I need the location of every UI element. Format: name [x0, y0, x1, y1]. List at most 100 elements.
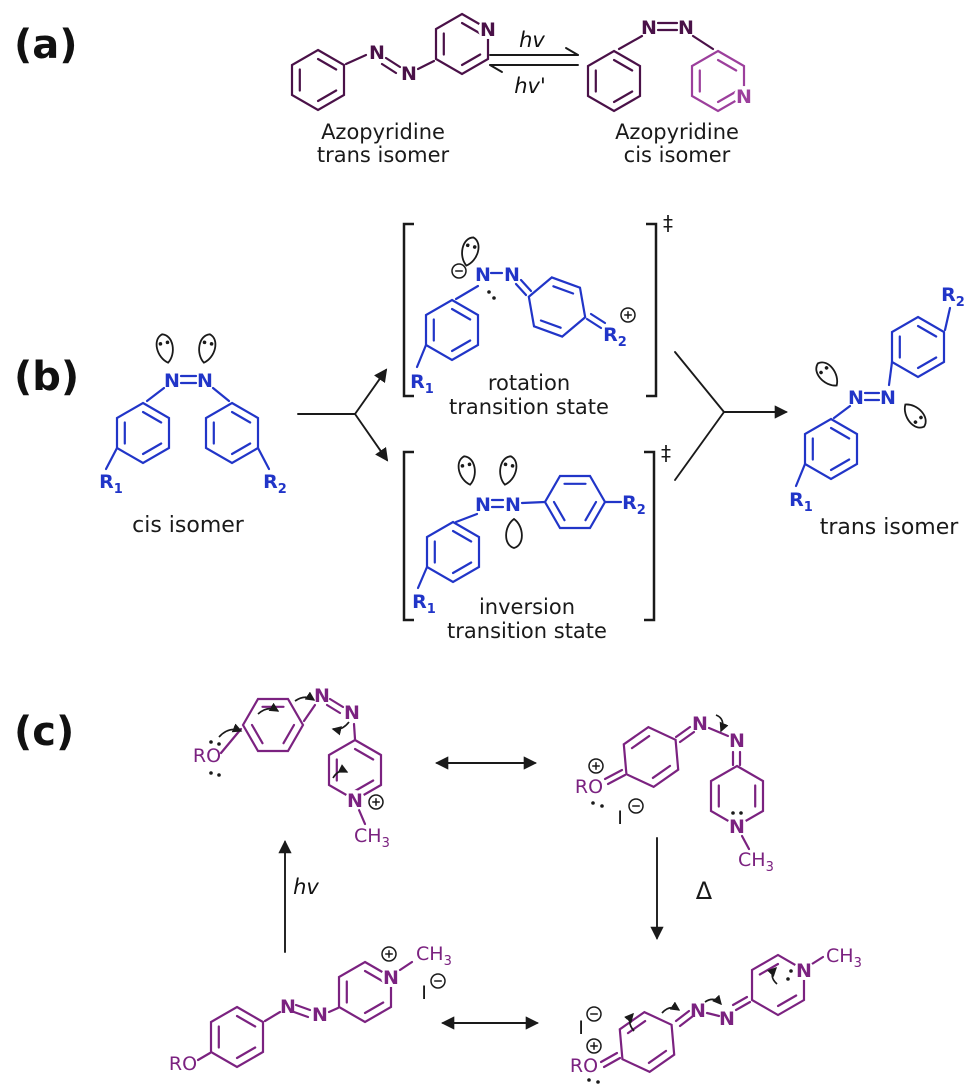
quinoid-resonance-structure-bottom: RO N N N CH3: [570, 945, 862, 1082]
azo-nitrogen-label: N: [197, 370, 213, 392]
azo-nitrogen-label: N: [880, 387, 896, 409]
iodide-label: I: [421, 982, 427, 1004]
azopyridine-trans-structure: N N N: [290, 12, 498, 112]
azo-nitrogen-label: N: [312, 1004, 328, 1026]
pyridinium-nitrogen-label: N: [383, 967, 399, 989]
trans-isomer-caption: trans isomer: [820, 515, 960, 540]
quinoid-ring: [518, 271, 596, 343]
ring-nitrogen-label: N: [796, 960, 812, 982]
pyridine-nitrogen-label: N: [736, 86, 752, 108]
plus-charge-icon: [368, 794, 384, 810]
iodide-label: I: [617, 807, 623, 829]
bonds: [344, 53, 436, 75]
branching-arrows: [297, 368, 389, 462]
cis-caption-line1: Azopyridine: [615, 120, 739, 144]
benzene-ring: [890, 315, 946, 379]
lone-pair-dot: [487, 290, 491, 294]
bonds: [196, 960, 414, 1062]
plus-charge-icon: [588, 758, 604, 774]
bonds: [603, 725, 751, 851]
benzene-ring: [803, 417, 859, 481]
panel-b-label: (b): [14, 354, 79, 400]
quinoid-ring: [606, 1002, 688, 1082]
bonds: [794, 306, 952, 488]
lone-pair-icon: [811, 357, 844, 392]
ro-group-label: RO: [193, 745, 221, 767]
azo-nitrogen-label: N: [504, 264, 520, 286]
minus-charge-icon: [430, 973, 446, 989]
double-dagger: ‡: [661, 441, 671, 465]
r2-label: R2: [941, 284, 965, 310]
methyl-label: CH3: [354, 825, 390, 851]
panel-c-label: (c): [14, 709, 74, 755]
azo-nitrogen-label: N: [475, 264, 491, 286]
azo-nitrogen-label: N: [729, 730, 745, 752]
rotation-transition-state: ‡ N N R1 R2 rotation transition state: [402, 211, 673, 419]
bonds: [219, 697, 367, 826]
lone-pair-dots: [591, 801, 743, 815]
pyridine-nitrogen-label: N: [480, 19, 496, 41]
bonds: [599, 955, 825, 1069]
ro-group-label: RO: [169, 1053, 197, 1075]
azopyridinium-iodide-structure: N CH3 N N RO: [169, 943, 452, 1075]
r1-label: R1: [99, 471, 123, 497]
r1-label: R1: [789, 489, 813, 515]
electron-arrow-icons: [218, 691, 350, 779]
azo-nitrogen-label: N: [475, 494, 491, 516]
bracket-left: [402, 450, 414, 622]
panel-a: (a) N N N hv hv' N N: [14, 12, 754, 167]
plus-charge-icon: [620, 307, 636, 323]
dearomatized-pyridine-ring: [737, 946, 819, 1024]
azopyridinium-aromatic-structure: RO N N N CH3: [193, 685, 390, 851]
r1-label: R1: [412, 591, 436, 617]
hv-forward-label: hv: [519, 28, 545, 52]
benzene-ring: [290, 48, 346, 112]
bonds: [416, 498, 623, 590]
cis-isomer-caption: cis isomer: [132, 513, 245, 538]
r2-label: R2: [263, 471, 287, 497]
azo-nitrogen-label: N: [344, 702, 360, 724]
r1-label: R1: [410, 371, 434, 397]
azo-nitrogen-label: N: [369, 42, 385, 64]
panel-a-label: (a): [14, 22, 78, 68]
r2-label: R2: [603, 324, 627, 350]
azo-nitrogen-label: N: [690, 1000, 706, 1022]
atom-mask: [734, 86, 754, 106]
lone-pair-icon: [455, 453, 479, 488]
benzene-ring: [425, 520, 481, 584]
atom-mask: [381, 967, 401, 987]
lone-pair-icon: [496, 453, 520, 488]
trans-caption-line1: Azopyridine: [321, 120, 445, 144]
lone-pair-icon: [457, 234, 482, 269]
hv-label: hv: [293, 875, 319, 899]
inversion-caption-line1: inversion: [479, 595, 575, 619]
benzene-ring: [209, 1005, 265, 1069]
panel-b: (b) N N R1 R2 cis isomer ‡: [14, 211, 965, 643]
pyridinium-nitrogen-label: N: [347, 790, 363, 812]
ring-nitrogen-label: N: [729, 816, 745, 838]
benzene-ring: [424, 298, 480, 362]
electron-arrow-icon: [715, 714, 729, 733]
trans-isomer-structure: R2 N N R1: [789, 284, 965, 515]
atom-mask: [794, 960, 814, 980]
trans-caption-line2: trans isomer: [317, 143, 450, 167]
bracket-left: [402, 222, 414, 398]
cis-isomer-structure: N N R1 R2: [99, 370, 287, 497]
quinoid-resonance-structure-top: RO N N N CH3: [575, 713, 774, 875]
minus-charge-icon: [628, 798, 644, 814]
quinoid-ring: [610, 717, 692, 797]
r2-label: R2: [622, 492, 646, 518]
inversion-caption-line2: transition state: [447, 619, 607, 643]
lone-pair-icon: [898, 398, 931, 433]
azo-nitrogen-label: N: [505, 494, 521, 516]
benzene-ring: [204, 401, 260, 465]
methyl-label: CH3: [416, 943, 452, 969]
lone-pair-dots: [209, 740, 221, 777]
ro-group-label: RO: [575, 776, 603, 798]
azo-nitrogen-label: N: [164, 370, 180, 392]
lone-pair-dot: [492, 296, 496, 300]
converging-arrows: [674, 351, 788, 481]
iodide-label: I: [578, 1017, 584, 1039]
bracket-right: [644, 450, 656, 622]
